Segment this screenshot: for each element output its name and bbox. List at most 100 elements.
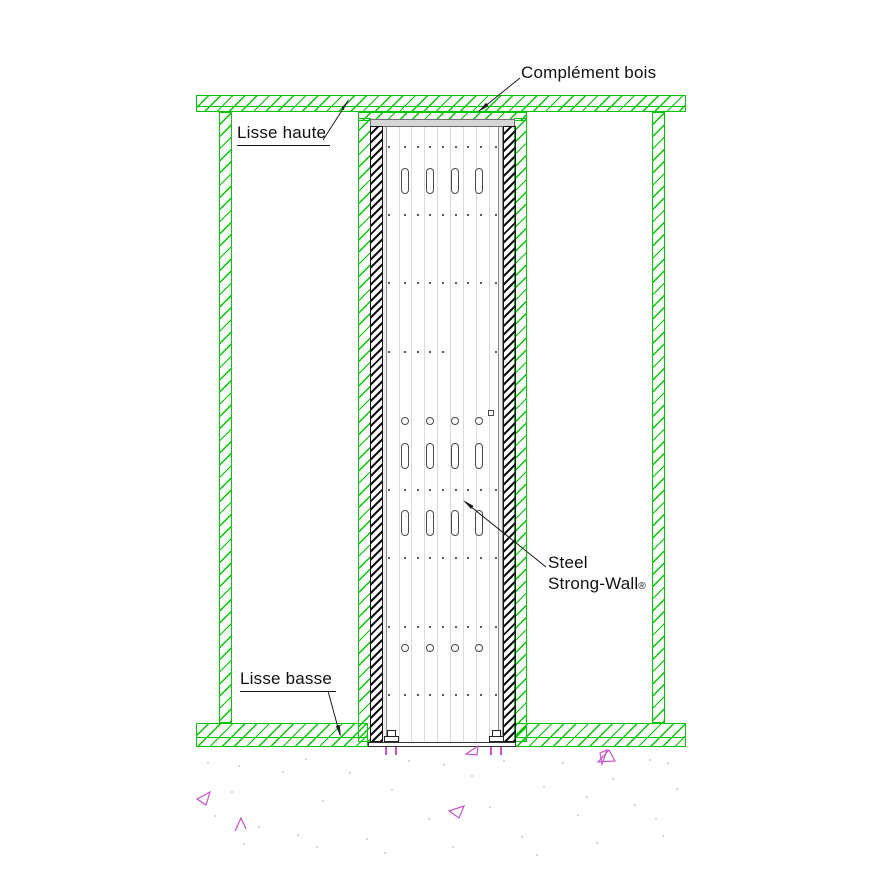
screw-dot	[455, 626, 457, 628]
concrete-speck	[612, 778, 614, 780]
screw-dot	[417, 694, 419, 696]
slotted-hole	[401, 168, 409, 194]
screw-dot	[417, 351, 419, 353]
screw-dot	[404, 557, 406, 559]
concrete-speck	[231, 791, 233, 793]
concrete-speck	[662, 835, 664, 837]
panel-rib	[489, 127, 490, 741]
concrete-speck	[543, 786, 545, 788]
panel-face	[382, 126, 503, 742]
concrete-speck	[452, 846, 454, 848]
screw-dot	[480, 214, 482, 216]
top-plate-joint-line	[196, 106, 686, 107]
screw-dot	[442, 214, 444, 216]
screw-dot	[455, 489, 457, 491]
screw-dot	[442, 282, 444, 284]
screw-dot	[467, 214, 469, 216]
concrete-speck	[258, 826, 260, 828]
concrete-speck	[655, 818, 657, 820]
panel-rib	[463, 127, 464, 741]
concrete-speck	[562, 762, 564, 764]
anchor-bolt-nut	[488, 736, 504, 742]
screw-dot	[429, 489, 431, 491]
round-hole	[426, 417, 434, 425]
screw-dot	[455, 214, 457, 216]
screw-dot	[404, 626, 406, 628]
concrete-speck	[316, 846, 318, 848]
screw-dot	[480, 146, 482, 148]
screw-dot	[455, 282, 457, 284]
screw-dot	[442, 351, 444, 353]
small-square-hole	[488, 410, 494, 416]
anchor-bolt-tick	[385, 747, 387, 755]
concrete-speck	[443, 764, 445, 766]
slotted-hole	[475, 510, 483, 536]
round-hole	[451, 417, 459, 425]
screw-dot	[404, 351, 406, 353]
screw-dot	[467, 282, 469, 284]
slotted-hole	[451, 168, 459, 194]
concrete-speck	[207, 762, 209, 764]
top-plate-band	[196, 95, 686, 112]
panel-edge-right	[498, 126, 503, 742]
label-lisse-basse: Lisse basse	[240, 669, 336, 692]
screw-dot	[442, 626, 444, 628]
screw-dot	[388, 489, 390, 491]
screw-dot	[404, 694, 406, 696]
screw-dot	[417, 146, 419, 148]
screw-dot	[480, 489, 482, 491]
panel-rib	[424, 127, 425, 741]
concrete-speck	[536, 854, 538, 856]
anchor-bolt-tick	[500, 747, 502, 755]
screw-dot	[404, 282, 406, 284]
label-steel-line1: Steel	[548, 553, 588, 572]
concrete-speck	[408, 760, 410, 762]
concrete-speck	[649, 759, 651, 761]
concrete-speck	[471, 775, 473, 777]
slotted-hole	[426, 443, 434, 469]
screw-dot	[429, 282, 431, 284]
slotted-hole	[401, 510, 409, 536]
concrete-speck	[305, 758, 307, 760]
anchor-bolt-tick	[395, 747, 397, 755]
screw-dot	[455, 557, 457, 559]
concrete-speck	[503, 760, 505, 762]
anchor-bolt-nut	[383, 736, 399, 742]
round-hole	[475, 417, 483, 425]
concrete-speck	[366, 838, 368, 840]
screw-dot	[417, 489, 419, 491]
screw-dot	[404, 214, 406, 216]
round-hole	[401, 417, 409, 425]
outer-stud-left	[219, 112, 232, 723]
label-complement-bois: Complément bois	[521, 63, 657, 82]
label-steel-strong-wall: Steel Strong-Wall®	[548, 552, 646, 597]
concrete-speck	[282, 771, 284, 773]
screw-dot	[442, 694, 444, 696]
slotted-hole	[426, 510, 434, 536]
screw-dot	[480, 557, 482, 559]
slotted-hole	[451, 510, 459, 536]
concrete-speck	[577, 814, 579, 816]
screw-dot	[455, 146, 457, 148]
screw-dot	[495, 557, 497, 559]
screw-dot	[388, 694, 390, 696]
screw-dot	[495, 282, 497, 284]
screw-dot	[467, 557, 469, 559]
panel-rib	[437, 127, 438, 741]
concrete-speck	[596, 842, 598, 844]
round-hole	[475, 644, 483, 652]
concrete-speck	[322, 800, 324, 802]
screw-dot	[429, 214, 431, 216]
screw-dot	[417, 282, 419, 284]
screw-dot	[429, 626, 431, 628]
screw-dot	[467, 626, 469, 628]
concrete-speck	[521, 836, 523, 838]
slotted-hole	[401, 443, 409, 469]
bottom-plate-joint-line-left	[196, 737, 368, 738]
slotted-hole	[451, 443, 459, 469]
concrete-speck	[238, 765, 240, 767]
screw-dot	[467, 146, 469, 148]
concrete-speck	[667, 762, 669, 764]
